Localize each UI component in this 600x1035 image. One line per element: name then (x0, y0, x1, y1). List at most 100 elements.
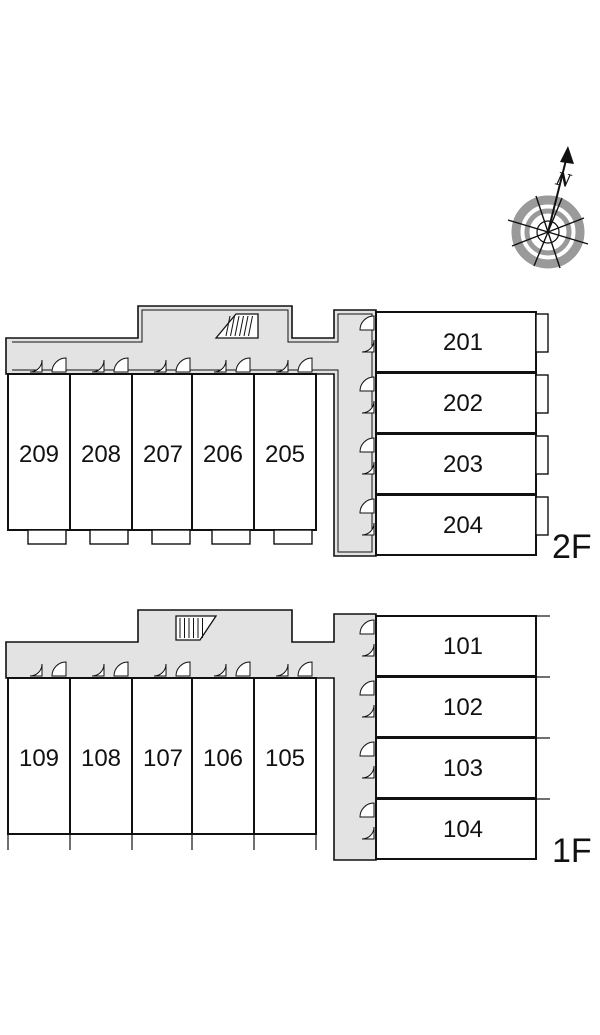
unit-outline (131, 677, 195, 835)
floor-2F: 209 208 207 206 205 201 202 203 204 2F (5, 305, 592, 566)
unit-209: 209 (7, 357, 71, 545)
door-icon (153, 359, 167, 373)
door-icon (113, 661, 129, 677)
door-icon (361, 461, 375, 475)
balcony (535, 435, 549, 475)
corridor-railing (12, 309, 373, 553)
balcony (151, 529, 191, 545)
balcony (535, 313, 549, 353)
balcony (273, 529, 313, 545)
room-number: 108 (81, 745, 121, 772)
door-icon (235, 357, 251, 373)
unit-outline (375, 311, 537, 373)
balcony (211, 529, 251, 545)
door-icon (91, 359, 105, 373)
unit-102: 102 (359, 676, 550, 738)
floor-1F: 109 108 107 106 105 101 102 103 104 1F (5, 609, 592, 870)
door-icon (359, 376, 375, 392)
door-icon (361, 400, 375, 414)
door-icon (275, 663, 289, 677)
unit-205: 205 (253, 357, 317, 545)
door-icon (297, 661, 313, 677)
door-icon (359, 437, 375, 453)
room-number: 103 (443, 755, 483, 782)
unit-106: 106 (191, 661, 255, 850)
balcony (535, 374, 549, 414)
unit-outline (253, 677, 317, 835)
balcony (89, 529, 129, 545)
unit-outline (7, 677, 71, 835)
door-icon (359, 315, 375, 331)
door-icon (359, 619, 375, 635)
room-number: 209 (19, 441, 59, 468)
stairs-icon (214, 313, 259, 339)
unit-outline (375, 433, 537, 495)
door-icon (235, 661, 251, 677)
door-icon (361, 826, 375, 840)
door-icon (113, 357, 129, 373)
unit-outline (375, 798, 537, 860)
room-number: 203 (443, 451, 483, 478)
unit-outline (191, 373, 255, 531)
door-icon (29, 359, 43, 373)
unit-109: 109 (7, 661, 71, 850)
door-icon (361, 522, 375, 536)
unit-outline (69, 677, 133, 835)
compass-north-label: N (553, 167, 575, 192)
door-icon (359, 741, 375, 757)
unit-107: 107 (131, 661, 195, 850)
corridor (5, 305, 377, 557)
unit-outline (191, 677, 255, 835)
unit-204: 204 (359, 494, 549, 556)
unit-outline (253, 373, 317, 531)
unit-207: 207 (131, 357, 195, 545)
room-number: 202 (443, 390, 483, 417)
room-number: 109 (19, 745, 59, 772)
door-icon (359, 498, 375, 514)
unit-outline (375, 615, 537, 677)
unit-105: 105 (253, 661, 317, 850)
door-icon (275, 359, 289, 373)
door-icon (297, 357, 313, 373)
door-icon (361, 643, 375, 657)
room-number: 205 (265, 441, 305, 468)
unit-203: 203 (359, 433, 549, 495)
floor-label: 1F (552, 832, 592, 870)
corridor (5, 609, 377, 861)
room-number: 104 (443, 816, 483, 843)
door-icon (29, 663, 43, 677)
unit-outline (375, 494, 537, 556)
room-number: 107 (143, 745, 183, 772)
unit-201: 201 (359, 311, 549, 373)
unit-outline (375, 676, 537, 738)
door-icon (51, 661, 67, 677)
door-icon (361, 704, 375, 718)
door-icon (361, 765, 375, 779)
door-icon (175, 661, 191, 677)
unit-103: 103 (359, 737, 550, 799)
door-icon (359, 802, 375, 818)
unit-202: 202 (359, 372, 549, 434)
room-number: 206 (203, 441, 243, 468)
room-number: 204 (443, 512, 483, 539)
unit-outline (69, 373, 133, 531)
room-number: 208 (81, 441, 121, 468)
unit-outline (131, 373, 195, 531)
door-icon (213, 359, 227, 373)
unit-208: 208 (69, 357, 133, 545)
unit-outline (375, 737, 537, 799)
door-icon (91, 663, 105, 677)
unit-outline (375, 372, 537, 434)
door-icon (361, 339, 375, 353)
room-number: 105 (265, 745, 305, 772)
room-number: 207 (143, 441, 183, 468)
room-number: 106 (203, 745, 243, 772)
door-icon (153, 663, 167, 677)
room-number: 102 (443, 694, 483, 721)
room-number: 101 (443, 633, 483, 660)
balcony (535, 496, 549, 536)
room-number: 201 (443, 329, 483, 356)
floor-label: 2F (552, 528, 592, 566)
unit-outline (7, 373, 71, 531)
